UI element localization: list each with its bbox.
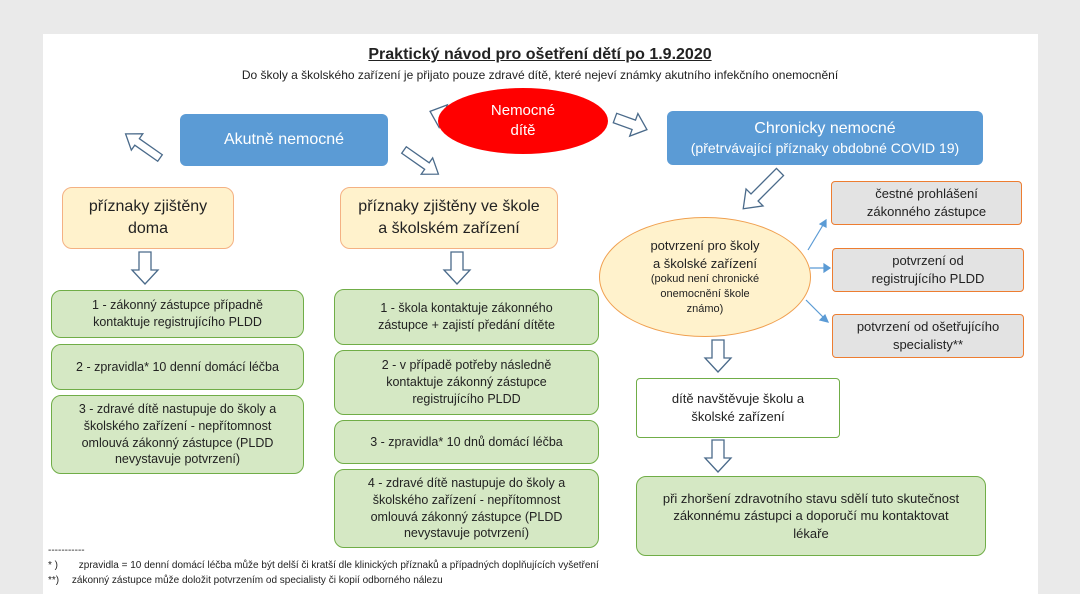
acute-node: Akutně nemocné bbox=[180, 114, 388, 166]
arrow-acute-to-school bbox=[400, 145, 440, 175]
school-step-2-line-3: registrujícího PLDD bbox=[412, 391, 521, 406]
arrow-chronic-to-confirmation bbox=[742, 167, 785, 210]
confirmation-line-2: a školské zařízení bbox=[652, 255, 758, 271]
option-3-line-1: potvrzení od ošetřujícího bbox=[856, 319, 1000, 335]
arrow-home-down bbox=[130, 251, 160, 285]
chronic-node: Chronicky nemocné (přetrvávající příznak… bbox=[667, 111, 983, 165]
worsening-line-2: zákonnému zástupci a doporučí mu kontakt… bbox=[673, 508, 949, 524]
option-honest-declaration: čestné prohlášení zákonného zástupce bbox=[831, 181, 1022, 225]
attends-line-1: dítě navštěvuje školu a bbox=[671, 391, 805, 407]
school-step-1-line-2: zástupce + zajistí předání dítěte bbox=[378, 318, 555, 332]
footnote-2-mark: **) bbox=[48, 575, 60, 586]
option-2-line-2: registrujícího PLDD bbox=[871, 271, 985, 286]
home-step-2-line-1: 2 - zpravidla* 10 denní domácí léčba bbox=[76, 359, 279, 374]
attends-line-2: školské zařízení bbox=[691, 409, 785, 424]
school-step-2-line-1: 2 - v případě potřeby následně bbox=[381, 358, 552, 373]
school-step-4-line-1: 4 - zdravé dítě nastupuje do školy a bbox=[367, 475, 566, 490]
school-symptoms-line-2: a školském zařízení bbox=[378, 220, 520, 237]
footnote-2-text: zákonný zástupce může doložit potvrzením… bbox=[71, 575, 443, 586]
worsening-node: při zhoršení zdravotního stavu sdělí tut… bbox=[636, 476, 986, 556]
home-step-2: 2 - zpravidla* 10 denní domácí léčba bbox=[51, 344, 304, 390]
footnote-separator: ----------- bbox=[48, 545, 85, 556]
home-symptoms-line-2: doma bbox=[127, 220, 169, 237]
school-step-3: 3 - zpravidla* 10 dnů domácí léčba bbox=[334, 420, 599, 464]
arrow-school-down bbox=[442, 251, 472, 285]
arrow-sick-to-chronic bbox=[612, 112, 648, 138]
sick-child-line-1: Nemocné bbox=[490, 101, 556, 119]
confirmation-note-3: známo) bbox=[686, 302, 724, 315]
option-2-line-1: potvrzení od bbox=[892, 253, 964, 269]
footnote-1-mark: * ) bbox=[48, 560, 58, 571]
school-step-4-line-2: školského zařízení - nepřítomnost bbox=[372, 492, 561, 507]
school-step-1: 1 - škola kontaktuje zákonného zástupce … bbox=[334, 289, 599, 345]
arrow-attends-down bbox=[703, 439, 733, 473]
home-symptoms-node: příznaky zjištěny doma bbox=[62, 187, 234, 249]
home-step-1: 1 - zákonný zástupce případně kontaktuje… bbox=[51, 290, 304, 338]
worsening-line-1: při zhoršení zdravotního stavu sdělí tut… bbox=[662, 490, 960, 506]
home-step-3-line-2: školského zařízení - nepřítomnost bbox=[83, 418, 272, 433]
confirmation-note-1: (pokud není chronické bbox=[650, 273, 760, 286]
home-step-3-line-3: omlouvá zákonný zástupce (PLDD bbox=[81, 435, 274, 450]
school-step-2-line-2: kontaktuje zákonný zástupce bbox=[386, 375, 547, 390]
arrow-acute-to-home bbox=[124, 133, 164, 163]
confirmation-line-1: potvrzení pro školy bbox=[650, 238, 760, 254]
chronic-subtitle: (přetrvávající příznaky obdobné COVID 19… bbox=[690, 140, 960, 157]
school-step-3-line-1: 3 - zpravidla* 10 dnů domácí léčba bbox=[370, 434, 563, 449]
school-step-4: 4 - zdravé dítě nastupuje do školy a ško… bbox=[334, 469, 599, 548]
option-3-line-2: specialisty** bbox=[892, 337, 964, 352]
sick-child-line-2: dítě bbox=[510, 122, 536, 139]
school-step-4-line-3: omlouvá zákonný zástupce (PLDD bbox=[370, 509, 563, 524]
page-title: Praktický návod pro ošetření dětí po 1.9… bbox=[368, 46, 712, 63]
school-step-1-line-1: 1 - škola kontaktuje zákonného bbox=[380, 301, 553, 316]
footnote-1: * ) zpravidla = 10 denní domácí léčba mů… bbox=[48, 560, 599, 571]
school-step-4-line-4: nevystavuje potvrzení) bbox=[403, 526, 530, 541]
option-pldd-confirmation: potvrzení od registrujícího PLDD bbox=[832, 248, 1024, 292]
option-1-line-1: čestné prohlášení bbox=[875, 186, 978, 202]
option-specialist-confirmation: potvrzení od ošetřujícího specialisty** bbox=[832, 314, 1024, 358]
home-step-1-line-2: kontaktuje registrujícího PLDD bbox=[93, 315, 262, 329]
school-symptoms-line-1: příznaky zjištěny ve škole bbox=[358, 198, 540, 216]
footnote-1-text: zpravidla = 10 denní domácí léčba může b… bbox=[78, 560, 599, 571]
home-step-1-line-1: 1 - zákonný zástupce případně bbox=[92, 298, 263, 313]
chronic-title: Chronicky nemocné bbox=[754, 119, 896, 137]
attends-school-node: dítě navštěvuje školu a školské zařízení bbox=[636, 378, 840, 438]
home-step-3-line-1: 3 - zdravé dítě nastupuje do školy a bbox=[78, 401, 277, 416]
home-step-3: 3 - zdravé dítě nastupuje do školy a ško… bbox=[51, 395, 304, 474]
home-step-3-line-4: nevystavuje potvrzení) bbox=[114, 452, 241, 467]
confirmation-note-2: onemocnění škole bbox=[660, 288, 750, 301]
worsening-line-3: lékaře bbox=[793, 525, 829, 541]
home-symptoms-line-1: příznaky zjištěny bbox=[88, 198, 208, 216]
confirmation-node: potvrzení pro školy a školské zařízení (… bbox=[599, 217, 811, 337]
sick-child-node: Nemocné dítě bbox=[438, 88, 608, 154]
footnote-2: **) zákonný zástupce může doložit potvrz… bbox=[48, 575, 443, 586]
option-1-line-2: zákonného zástupce bbox=[866, 204, 987, 219]
page-subtitle: Do školy a školského zařízení je přijato… bbox=[241, 68, 839, 82]
school-step-2: 2 - v případě potřeby následně kontaktuj… bbox=[334, 350, 599, 415]
school-symptoms-node: příznaky zjištěny ve škole a školském za… bbox=[340, 187, 558, 249]
arrow-confirmation-down bbox=[703, 339, 733, 373]
